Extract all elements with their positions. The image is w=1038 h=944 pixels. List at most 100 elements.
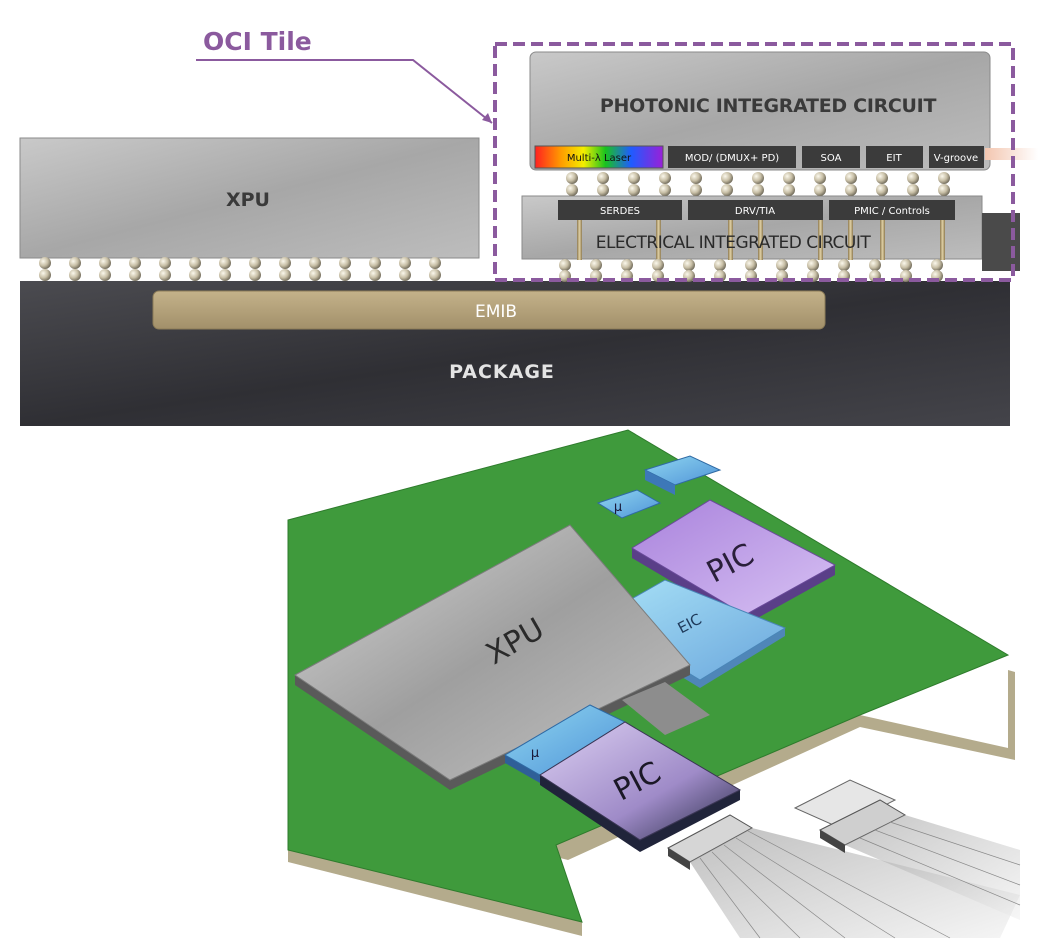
eic-bump-row: [559, 259, 943, 282]
copper-pillar: [880, 220, 885, 260]
solder-bump: [845, 184, 857, 196]
copper-pillar: [848, 220, 853, 260]
solder-bump: [659, 184, 671, 196]
fiber-connector-detached: [793, 779, 1021, 920]
xpu-die: [19, 137, 480, 259]
solder-bump: [429, 269, 441, 281]
solder-bump: [721, 184, 733, 196]
solder-bump: [814, 184, 826, 196]
mu-chip-top-2-side: [645, 470, 675, 495]
solder-bump: [628, 172, 640, 184]
solder-bump: [714, 259, 726, 271]
solder-bump: [869, 259, 881, 271]
xpu-label: XPU: [226, 189, 270, 211]
oci-tile-pointer: [196, 59, 493, 124]
copper-pillar: [818, 220, 823, 260]
solder-bump: [838, 259, 850, 271]
solder-bump: [219, 269, 231, 281]
solder-bump: [129, 257, 141, 269]
pic-top-chip: [631, 499, 837, 616]
solder-bump: [652, 259, 664, 271]
eic-block-serdes-label: SERDES: [600, 206, 640, 217]
solder-bump: [189, 257, 201, 269]
solder-bump: [752, 184, 764, 196]
solder-bump: [807, 259, 819, 271]
copper-pillar: [656, 220, 661, 260]
solder-bump: [249, 269, 261, 281]
solder-bump: [876, 172, 888, 184]
fiber-strand: [874, 829, 1021, 886]
package-label: PACKAGE: [449, 361, 555, 383]
pic-block-mod: [668, 146, 796, 168]
solder-bump: [39, 257, 51, 269]
pic-block-laser-label: Multi-λ Laser: [567, 153, 632, 164]
board-edge: [288, 850, 582, 936]
oci-tile-boundary: [493, 42, 1015, 282]
solder-bump: [309, 269, 321, 281]
solder-bump: [938, 172, 950, 184]
mu-chip-top: [596, 489, 662, 519]
eic-title: ELECTRICAL INTEGRATED CIRCUIT: [596, 233, 872, 253]
copper-pillar: [577, 220, 582, 260]
solder-bump: [938, 184, 950, 196]
solder-bump: [783, 172, 795, 184]
eic-chip-side: [598, 618, 785, 688]
solder-bump: [931, 259, 943, 271]
fiber-attach-block: [982, 213, 1020, 271]
solder-bump: [339, 269, 351, 281]
pic-block-eit-label: EIT: [886, 153, 902, 164]
solder-bump: [279, 257, 291, 269]
fiber-ferrule-detached-top: [793, 779, 897, 829]
solder-bump: [783, 184, 795, 196]
copper-pillar: [728, 220, 733, 260]
pic-block-eit: [866, 146, 923, 168]
solder-bump: [129, 269, 141, 281]
solder-bump: [690, 184, 702, 196]
solder-bump: [249, 257, 261, 269]
solder-bump: [659, 172, 671, 184]
pic-title: PHOTONIC INTEGRATED CIRCUIT: [600, 95, 937, 117]
pic-block-soa: [802, 146, 860, 168]
solder-bump: [219, 257, 231, 269]
solder-bump: [566, 172, 578, 184]
solder-bump: [99, 257, 111, 269]
solder-bump: [628, 184, 640, 196]
solder-bump: [159, 269, 171, 281]
solder-bump: [399, 269, 411, 281]
solder-bump: [876, 184, 888, 196]
fiber-ribbon: [690, 828, 1020, 938]
solder-bump: [309, 257, 321, 269]
oci-tile-pointer-arrowhead: [482, 113, 492, 123]
pic-block-vgroove: [929, 146, 984, 168]
fiber-connector-attached: [667, 814, 1020, 939]
fiber-strand: [889, 821, 1021, 866]
solder-bump: [369, 257, 381, 269]
solder-bump: [597, 172, 609, 184]
solder-bump: [69, 257, 81, 269]
fiber-ferrule-detached-base: [820, 830, 845, 853]
pic-bottom-chip-side: [540, 775, 740, 852]
fiber-strand: [711, 851, 801, 939]
pic-die: [529, 51, 991, 171]
solder-bump: [39, 269, 51, 281]
emib-label: EMIB: [475, 302, 517, 322]
solder-bump: [907, 184, 919, 196]
solder-bump: [752, 172, 764, 184]
xpu-chip: [294, 524, 691, 781]
eic-block-serdes: [558, 200, 682, 220]
solder-bump: [814, 172, 826, 184]
eic-block-drv-tia: [688, 200, 823, 220]
fiber-ribbon-detached: [845, 815, 1020, 920]
isometric-view: µ PIC EIC XPU µ PIC: [287, 429, 1021, 939]
solder-bump: [189, 269, 201, 281]
solder-bump: [690, 172, 702, 184]
xpu-chip-side: [295, 665, 690, 790]
solder-bump: [399, 257, 411, 269]
solder-bump: [99, 269, 111, 281]
eic-block-pmic: [829, 200, 955, 220]
solder-bump: [559, 259, 571, 271]
solder-bump: [900, 259, 912, 271]
emib-bridge: [152, 290, 826, 330]
solder-bump: [566, 184, 578, 196]
